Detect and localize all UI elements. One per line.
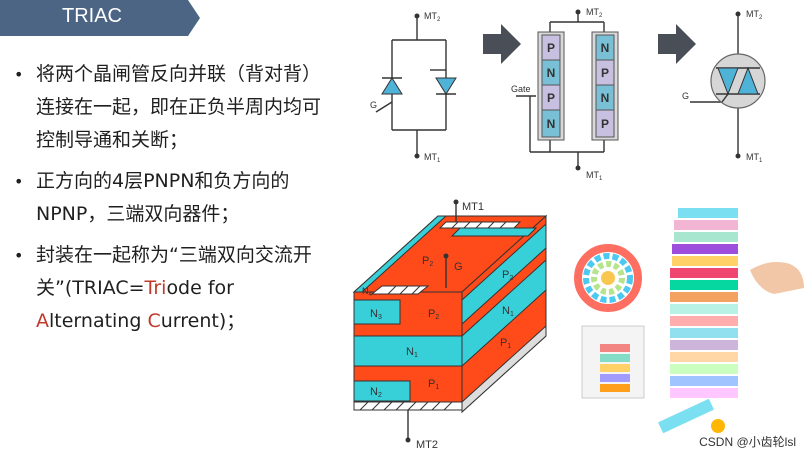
svg-text:P1: P1	[500, 337, 511, 350]
svg-text:P: P	[601, 66, 609, 80]
highlight-c: C	[147, 310, 161, 332]
svg-text:MT2: MT2	[424, 11, 441, 23]
svg-text:MT2: MT2	[746, 9, 763, 21]
bullet-line: 正方向的4层PNPN和负方向的	[36, 170, 290, 192]
svg-text:MT2: MT2	[416, 439, 438, 451]
bullet-line: 关”(TRIAC=Triode for	[36, 277, 234, 299]
antiparallel-scr-diagram: MT2 MT1 G	[370, 11, 457, 164]
svg-text:MT2: MT2	[586, 7, 603, 19]
highlight-a: A	[36, 310, 49, 332]
title-banner	[0, 0, 200, 36]
pnpn-layers-diagram: P N P N N P N P MT2 MT1 Gate	[511, 7, 619, 182]
svg-text:P: P	[547, 91, 555, 105]
svg-text:MT1: MT1	[462, 201, 484, 213]
svg-text:N1: N1	[406, 346, 418, 359]
bullet-line: 封装在一起称为“三端双向交流开	[36, 244, 312, 266]
svg-text:N: N	[547, 117, 556, 131]
bullet-line: 连接在一起，即在正负半周内均可	[36, 96, 322, 118]
svg-text:P: P	[547, 41, 555, 55]
tower-blocks	[670, 208, 738, 398]
svg-text:G: G	[454, 261, 463, 273]
svg-text:P2: P2	[428, 308, 439, 321]
triac-symbol-diagram: MT2 MT1 G	[682, 9, 766, 164]
svg-text:P2: P2	[422, 255, 433, 268]
svg-text:N3: N3	[370, 308, 382, 321]
banner-title: TRIAC	[62, 5, 122, 27]
triac-3d-structure-diagram: MT1 MT2 G P2 P2 N4 N3 P2 N1 N1 P1 N2 P1	[352, 199, 548, 451]
bullet-line: NPNP，三端双向器件；	[36, 203, 240, 225]
right-arrow-icon	[658, 24, 696, 64]
svg-text:G: G	[682, 91, 689, 101]
bullet-item: • 封装在一起称为“三端双向交流开 关”(TRIAC=Triode for Al…	[14, 239, 359, 338]
svg-text:MT1: MT1	[586, 170, 603, 182]
banner-shape	[0, 0, 200, 36]
bullet-line: Alternating Current)；	[36, 310, 246, 332]
svg-text:N: N	[601, 41, 610, 55]
svg-text:N4: N4	[362, 286, 373, 298]
bullet-item: • 正方向的4层PNPN和负方向的 NPNP，三端双向器件；	[14, 165, 359, 231]
highlight-tri: Tri	[144, 277, 167, 299]
svg-text:P2: P2	[502, 269, 513, 282]
svg-text:MT1: MT1	[746, 152, 763, 164]
svg-text:MT1: MT1	[424, 152, 441, 164]
right-arrow-icon	[483, 24, 521, 64]
svg-text:N1: N1	[502, 305, 514, 318]
svg-text:N2: N2	[370, 386, 382, 399]
block-ring-illustration	[574, 244, 642, 312]
svg-text:N: N	[601, 91, 610, 105]
bullet-line: 将两个晶闸管反向并联（背对背）	[36, 63, 322, 85]
bullet-line: 控制导通和关断；	[36, 129, 189, 151]
watermark-text: CSDN @小齿轮lsl	[699, 435, 796, 449]
svg-text:P1: P1	[428, 378, 439, 391]
bullet-dot-icon: •	[14, 246, 24, 265]
svg-text:Gate: Gate	[511, 84, 531, 94]
svg-text:G: G	[370, 100, 377, 110]
bullet-list: • 将两个晶闸管反向并联（背对背） 连接在一起，即在正负半周内均可 控制导通和关…	[14, 58, 359, 346]
svg-text:P: P	[601, 117, 609, 131]
jenga-tower-photo	[574, 208, 804, 434]
bullet-dot-icon: •	[14, 65, 24, 84]
bullet-item: • 将两个晶闸管反向并联（背对背） 连接在一起，即在正负半周内均可 控制导通和关…	[14, 58, 359, 157]
bullet-dot-icon: •	[14, 172, 24, 191]
svg-text:N: N	[547, 66, 556, 80]
